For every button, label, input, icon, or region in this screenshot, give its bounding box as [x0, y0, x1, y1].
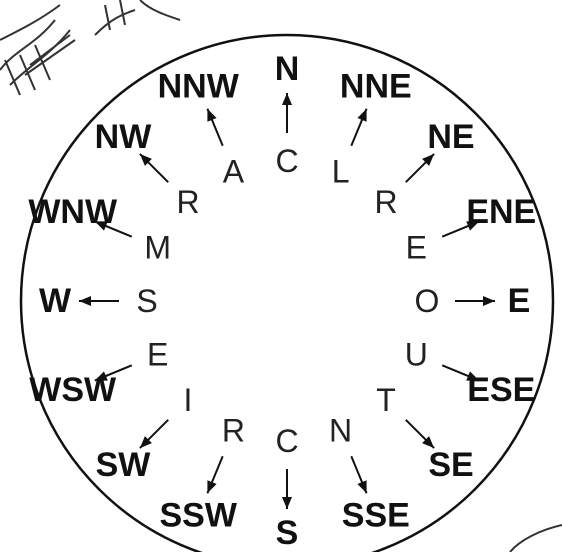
- inner-letter-nne: L: [332, 154, 350, 190]
- direction-label-nnw: NNW: [158, 68, 240, 106]
- inner-letter-ene: E: [406, 229, 427, 265]
- arrow-ssw: [207, 456, 222, 493]
- arrow-ne: [406, 154, 434, 182]
- sketch-decoration-bottom-right: [510, 525, 562, 552]
- arrow-se: [406, 420, 434, 448]
- inner-letter-ese: U: [405, 337, 428, 373]
- arrow-sw: [140, 420, 168, 448]
- arrow-sse: [351, 456, 366, 493]
- inner-letter-ne: R: [374, 184, 397, 220]
- arrow-n: [282, 93, 292, 133]
- direction-label-sw: SW: [96, 446, 152, 484]
- direction-label-sse: SSE: [342, 496, 410, 534]
- inner-letter-e: O: [415, 283, 440, 319]
- inner-letter-wnw: M: [144, 229, 171, 265]
- arrow-nw: [140, 154, 168, 182]
- direction-label-ne: NE: [427, 118, 474, 156]
- inner-letter-ssw: R: [222, 412, 245, 448]
- direction-label-s: S: [276, 514, 299, 552]
- direction-label-w: W: [39, 282, 72, 320]
- inner-letter-nw: R: [176, 184, 199, 220]
- direction-label-e: E: [508, 282, 531, 320]
- arrow-nnw: [207, 109, 222, 146]
- direction-label-ese: ESE: [467, 371, 535, 409]
- arrow-nne: [351, 109, 366, 146]
- inner-letter-wsw: E: [147, 337, 168, 373]
- direction-label-nw: NW: [95, 118, 153, 156]
- direction-label-ssw: SSW: [159, 496, 237, 534]
- inner-letter-sw: I: [184, 382, 193, 418]
- direction-label-se: SE: [428, 446, 473, 484]
- inner-letter-n: C: [275, 143, 298, 179]
- inner-letter-se: T: [376, 382, 396, 418]
- inner-letter-sse: N: [329, 412, 352, 448]
- direction-label-n: N: [275, 50, 300, 88]
- arrow-w: [79, 296, 119, 306]
- inner-letter-nnw: A: [223, 154, 245, 190]
- inner-letter-w: S: [136, 283, 157, 319]
- inner-letter-s: C: [275, 423, 298, 459]
- direction-label-ene: ENE: [466, 193, 536, 231]
- arrow-e: [455, 296, 495, 306]
- sketch-decoration-top-left: [0, 0, 180, 95]
- arrow-s: [282, 469, 292, 509]
- direction-label-nne: NNE: [340, 68, 412, 106]
